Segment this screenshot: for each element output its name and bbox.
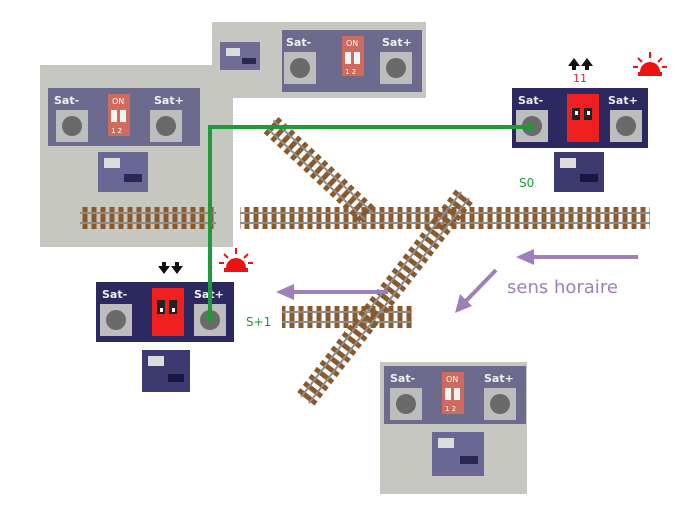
track-diagonal-long xyxy=(296,188,474,407)
sat-minus-label: Sat- xyxy=(518,94,543,107)
direction-arrow-right xyxy=(516,249,638,265)
dip-switch-numbers: 1 2 xyxy=(111,127,122,135)
sat-minus-label: Sat- xyxy=(390,372,415,385)
satellite-top-center: Sat- Sat+ ON 1 2 xyxy=(220,30,422,92)
satellite-bottom-right: Sat- Sat+ ON 1 2 xyxy=(384,366,526,476)
satellite-left-upper: Sat- Sat+ ON 1 2 xyxy=(48,88,200,192)
sat-minus-label: Sat- xyxy=(286,36,311,49)
direction-arrow-diagonal xyxy=(455,268,498,313)
alarm-light-icon xyxy=(219,248,253,272)
double-arrow-up-icon xyxy=(568,58,593,70)
sat-minus-button[interactable] xyxy=(100,304,132,336)
dip-switch[interactable] xyxy=(152,288,184,336)
satellite-left-active: Sat- Sat+ xyxy=(96,282,234,392)
code-11-label: 11 xyxy=(573,72,587,85)
dip-switch[interactable] xyxy=(567,94,599,142)
sat-plus-button[interactable] xyxy=(380,52,412,84)
connection-wire xyxy=(208,125,530,318)
sat-plus-button[interactable] xyxy=(484,388,516,420)
dip-switch[interactable] xyxy=(108,94,130,136)
pcb-module xyxy=(554,152,604,192)
dip-switch-on-label: ON xyxy=(446,375,458,384)
dip-switch-on-label: ON xyxy=(346,39,358,48)
sat-minus-button[interactable] xyxy=(56,110,88,142)
wire-endpoint-s0 xyxy=(526,123,534,131)
track-siding-lower xyxy=(282,306,412,328)
double-arrow-down-icon xyxy=(158,262,183,274)
sat-plus-label: Sat+ xyxy=(484,372,514,385)
direction-arrow-left xyxy=(276,284,388,300)
alarm-light-icon xyxy=(633,52,667,76)
sat-minus-label: Sat- xyxy=(54,94,79,107)
label-s0: S0 xyxy=(519,176,534,190)
sat-plus-label: Sat+ xyxy=(608,94,638,107)
dip-switch[interactable] xyxy=(442,372,464,414)
dip-switch-numbers: 1 2 xyxy=(345,68,356,76)
direction-label: sens horaire xyxy=(507,277,618,298)
dip-switch[interactable] xyxy=(342,36,364,76)
sat-plus-label: Sat+ xyxy=(382,36,412,49)
track-diagonal-upper xyxy=(262,115,377,225)
pcb-module xyxy=(220,42,260,70)
sat-minus-button[interactable] xyxy=(390,388,422,420)
track-left-straight xyxy=(80,207,216,229)
pcb-module xyxy=(142,350,190,392)
label-s-plus-1: S+1 xyxy=(246,315,271,329)
dip-switch-numbers: 1 2 xyxy=(445,405,456,413)
sat-plus-button[interactable] xyxy=(610,110,642,142)
pcb-module xyxy=(432,432,484,476)
pcb-module xyxy=(98,152,148,192)
sat-minus-button[interactable] xyxy=(284,52,316,84)
sat-plus-button[interactable] xyxy=(150,110,182,142)
wire-endpoint-s-plus-1 xyxy=(206,314,214,322)
sat-plus-label: Sat+ xyxy=(154,94,184,107)
sat-minus-label: Sat- xyxy=(102,288,127,301)
dip-switch-on-label: ON xyxy=(112,97,124,106)
